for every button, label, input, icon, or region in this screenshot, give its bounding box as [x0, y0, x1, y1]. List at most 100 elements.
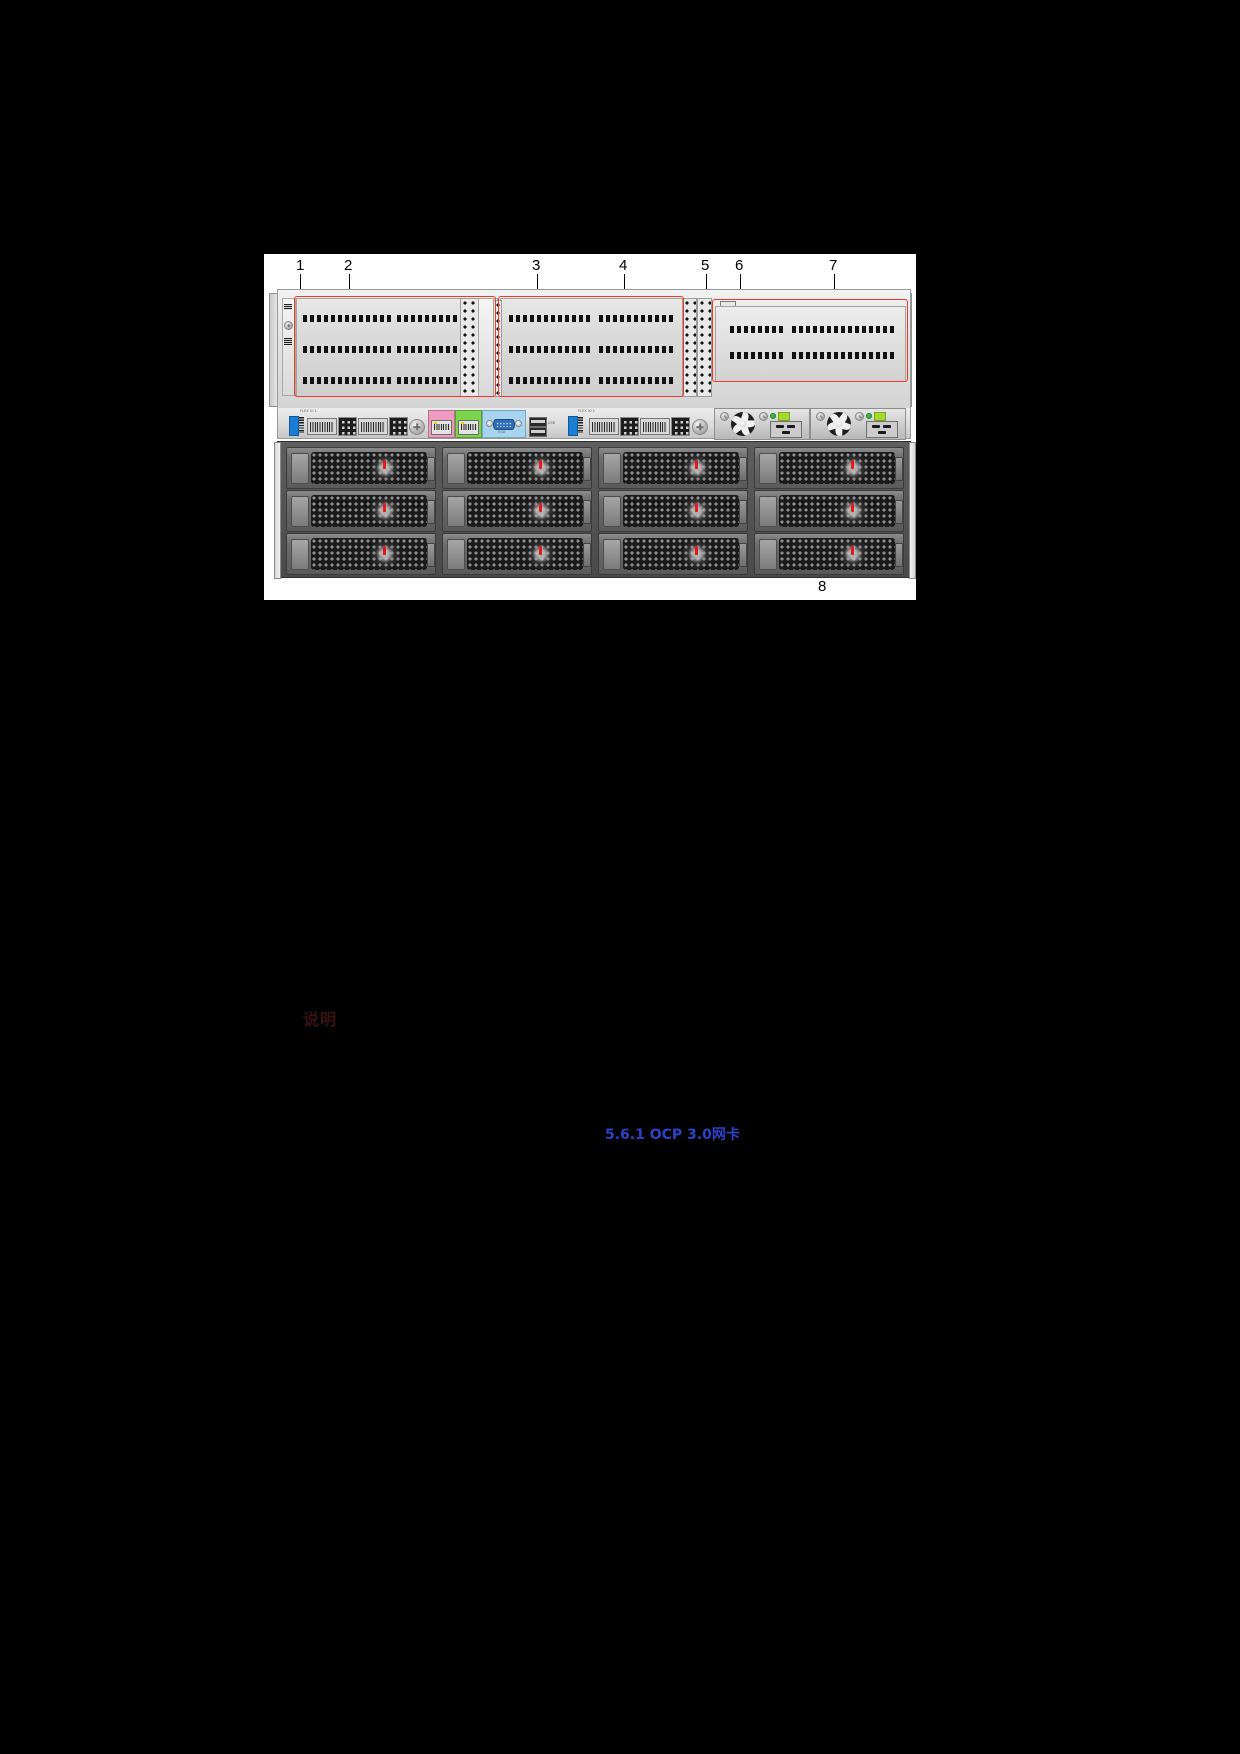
fan-module-12[interactable] — [754, 533, 904, 575]
vga-screw-right — [515, 420, 522, 427]
power-supply-1 — [714, 408, 810, 440]
left-service-panel — [282, 298, 296, 396]
fan-module-9[interactable] — [286, 533, 436, 575]
flexio2-port-b — [640, 418, 670, 435]
left-panel-label-top — [284, 304, 292, 310]
pcie-port-strip-4b — [599, 315, 675, 322]
ocp-port-strip-2b — [792, 352, 896, 359]
callout-number-8: 8 — [818, 578, 827, 595]
pcie-port-strip-3a — [303, 377, 391, 384]
pcie-port-strip-5b — [599, 346, 675, 353]
right-blue-tab — [568, 416, 578, 436]
callout-number-1: 1 — [296, 257, 305, 274]
flexio1-vent-b — [389, 417, 408, 436]
vga-screw-left — [486, 420, 493, 427]
psu2-power-connector[interactable] — [866, 421, 898, 438]
note-heading: 说明 — [303, 1010, 338, 1029]
server-rear-view-figure: 1 2 3 4 5 6 7 8 — [264, 254, 916, 600]
riser-left-filler — [478, 298, 494, 397]
bay-left-rail — [274, 442, 281, 579]
callout-number-5: 5 — [701, 257, 710, 274]
callout-number-7: 7 — [829, 257, 838, 274]
power-supply-2 — [810, 408, 906, 440]
flexio1-label: FLEX IO 1 — [300, 409, 317, 413]
psu2-screw-2 — [855, 412, 864, 421]
psu1-screw — [720, 412, 729, 421]
fan-module-8[interactable] — [754, 490, 904, 532]
psu1-status-led — [770, 413, 776, 419]
callout-number-4: 4 — [619, 257, 628, 274]
psu1-fan — [731, 412, 755, 436]
pcie-port-strip-3b — [397, 377, 489, 384]
fan-module-11[interactable] — [598, 533, 748, 575]
leader-line-3 — [537, 274, 538, 296]
server-chassis: FLEX IO 1 FLEX IO 2 — [269, 289, 916, 594]
vga-port[interactable] — [493, 419, 515, 430]
rear-upper-section — [277, 289, 911, 410]
fan-module-5[interactable] — [286, 490, 436, 532]
fan-module-10[interactable] — [442, 533, 592, 575]
fan-module-4[interactable] — [754, 447, 904, 489]
right-tab-stripe — [578, 417, 583, 433]
leader-line-1 — [300, 274, 301, 296]
psu2-fan — [827, 412, 851, 436]
usb-label: USB — [548, 421, 556, 425]
pcie-port-strip-1a — [303, 315, 391, 322]
left-panel-screw — [284, 321, 293, 330]
riser-left-vent — [460, 298, 480, 397]
usb-port-2[interactable] — [529, 427, 547, 437]
flexio2-port-a — [589, 418, 619, 435]
gbe-port-2[interactable] — [458, 420, 479, 435]
psu1-power-connector[interactable] — [770, 421, 802, 438]
psu2-screw — [816, 412, 825, 421]
bay-right-rail — [909, 442, 916, 579]
flexio1-vent-a — [338, 417, 357, 436]
riser-cage-right — [500, 298, 684, 397]
riser-divider-vent — [493, 300, 502, 397]
psu2-status-led — [866, 413, 872, 419]
pcie-port-strip-6b — [599, 377, 675, 384]
gbe-port-1[interactable] — [431, 420, 452, 435]
psu2-handle[interactable] — [874, 412, 886, 421]
io-thumbscrew-right — [692, 419, 708, 435]
pcie-port-strip-6a — [509, 377, 593, 384]
fan-module-bay — [274, 441, 916, 579]
io-thumbscrew-left — [409, 419, 425, 435]
center-vent-right — [697, 298, 712, 397]
pcie-port-strip-5a — [509, 346, 593, 353]
left-panel-label-bottom — [284, 338, 292, 345]
pcie-port-strip-1b — [397, 315, 489, 322]
fan-module-2[interactable] — [442, 447, 592, 489]
pcie-port-strip-2a — [303, 346, 391, 353]
callout-number-2: 2 — [344, 257, 353, 274]
fan-module-3[interactable] — [598, 447, 748, 489]
flexio1-port-b — [358, 418, 388, 435]
ocp-3-0-network-card — [715, 306, 906, 382]
flexio2-vent-a — [620, 417, 639, 436]
center-vent-left — [682, 298, 697, 397]
usb-port-1[interactable] — [529, 417, 547, 427]
psu1-screw-2 — [759, 412, 768, 421]
pcie-port-strip-2b — [397, 346, 489, 353]
io-port-row: FLEX IO 1 FLEX IO 2 — [277, 408, 911, 440]
pcie-port-strip-4a — [509, 315, 593, 322]
chassis-left-ear — [269, 293, 279, 407]
ocp-port-strip-2a — [730, 352, 786, 359]
callout-number-6: 6 — [735, 257, 744, 274]
ocp-card-tab — [720, 301, 736, 307]
ocp-network-card-link[interactable]: 5.6.1 OCP 3.0网卡 — [605, 1127, 740, 1143]
ocp-port-strip-1b — [792, 326, 896, 333]
flexio2-label: FLEX IO 2 — [578, 409, 595, 413]
left-tab-stripe — [299, 417, 304, 433]
flexio2-vent-b — [671, 417, 690, 436]
flexio1-port-a — [307, 418, 337, 435]
leader-line-5 — [706, 274, 707, 296]
left-blue-tab — [289, 416, 299, 436]
vga-label: VGA — [498, 430, 506, 434]
callout-number-3: 3 — [532, 257, 541, 274]
ocp-port-strip-1a — [730, 326, 786, 333]
fan-module-6[interactable] — [442, 490, 592, 532]
fan-module-1[interactable] — [286, 447, 436, 489]
fan-module-7[interactable] — [598, 490, 748, 532]
psu1-handle[interactable] — [778, 412, 790, 421]
